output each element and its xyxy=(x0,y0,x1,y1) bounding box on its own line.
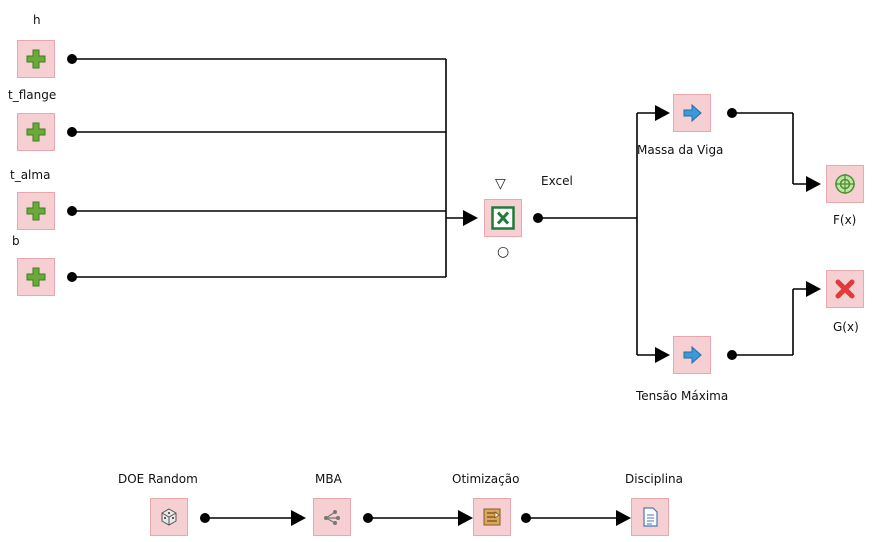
t-flange-node[interactable] xyxy=(17,113,55,151)
node-label-gx: G(x) xyxy=(833,320,859,334)
node-label-fx: F(x) xyxy=(833,213,857,227)
node-label-excel: Excel xyxy=(541,174,573,188)
tensao-maxima-node[interactable] xyxy=(673,336,711,374)
objective-fx-node[interactable] xyxy=(826,165,864,203)
document-icon xyxy=(643,507,658,527)
h-node[interactable] xyxy=(17,40,55,78)
excel-input-port-symbol: ▽ xyxy=(495,176,506,192)
plus-icon xyxy=(26,49,46,69)
node-label-mba: MBA xyxy=(315,472,342,486)
node-label-t-alma: t_alma xyxy=(10,168,51,182)
plus-icon xyxy=(26,201,46,221)
objective-target-icon xyxy=(835,174,855,194)
massa-da-viga-node[interactable] xyxy=(673,94,711,132)
signpost-icon xyxy=(483,508,501,526)
otimizacao-node[interactable] xyxy=(473,498,511,536)
node-label-otimizacao: Otimização xyxy=(452,472,520,486)
disciplina-node[interactable] xyxy=(631,498,669,536)
blue-arrow-icon xyxy=(683,103,702,123)
excel-node[interactable] xyxy=(484,199,522,237)
node-label-t-flange: t_flange xyxy=(8,88,57,102)
network-icon xyxy=(324,510,340,525)
doe-random-node[interactable] xyxy=(150,498,188,536)
mba-node[interactable] xyxy=(313,498,351,536)
node-label-h: h xyxy=(33,13,41,27)
node-label-massa-da-viga: Massa da Viga xyxy=(637,143,724,157)
node-label-b: b xyxy=(12,234,20,248)
dice-icon xyxy=(161,508,177,526)
node-label-disciplina: Disciplina xyxy=(625,472,684,486)
excel-output-port-symbol: ○ xyxy=(497,244,510,260)
blue-arrow-icon xyxy=(683,345,702,365)
constraint-x-icon xyxy=(835,279,855,299)
node-label-doe-random: DOE Random xyxy=(118,472,198,486)
plus-icon xyxy=(26,267,46,287)
b-node[interactable] xyxy=(17,258,55,296)
node-label-tensao-maxima: Tensão Máxima xyxy=(636,389,729,403)
t-alma-node[interactable] xyxy=(17,192,55,230)
constraint-gx-node[interactable] xyxy=(826,270,864,308)
excel-icon xyxy=(491,206,515,230)
plus-icon xyxy=(26,122,46,142)
